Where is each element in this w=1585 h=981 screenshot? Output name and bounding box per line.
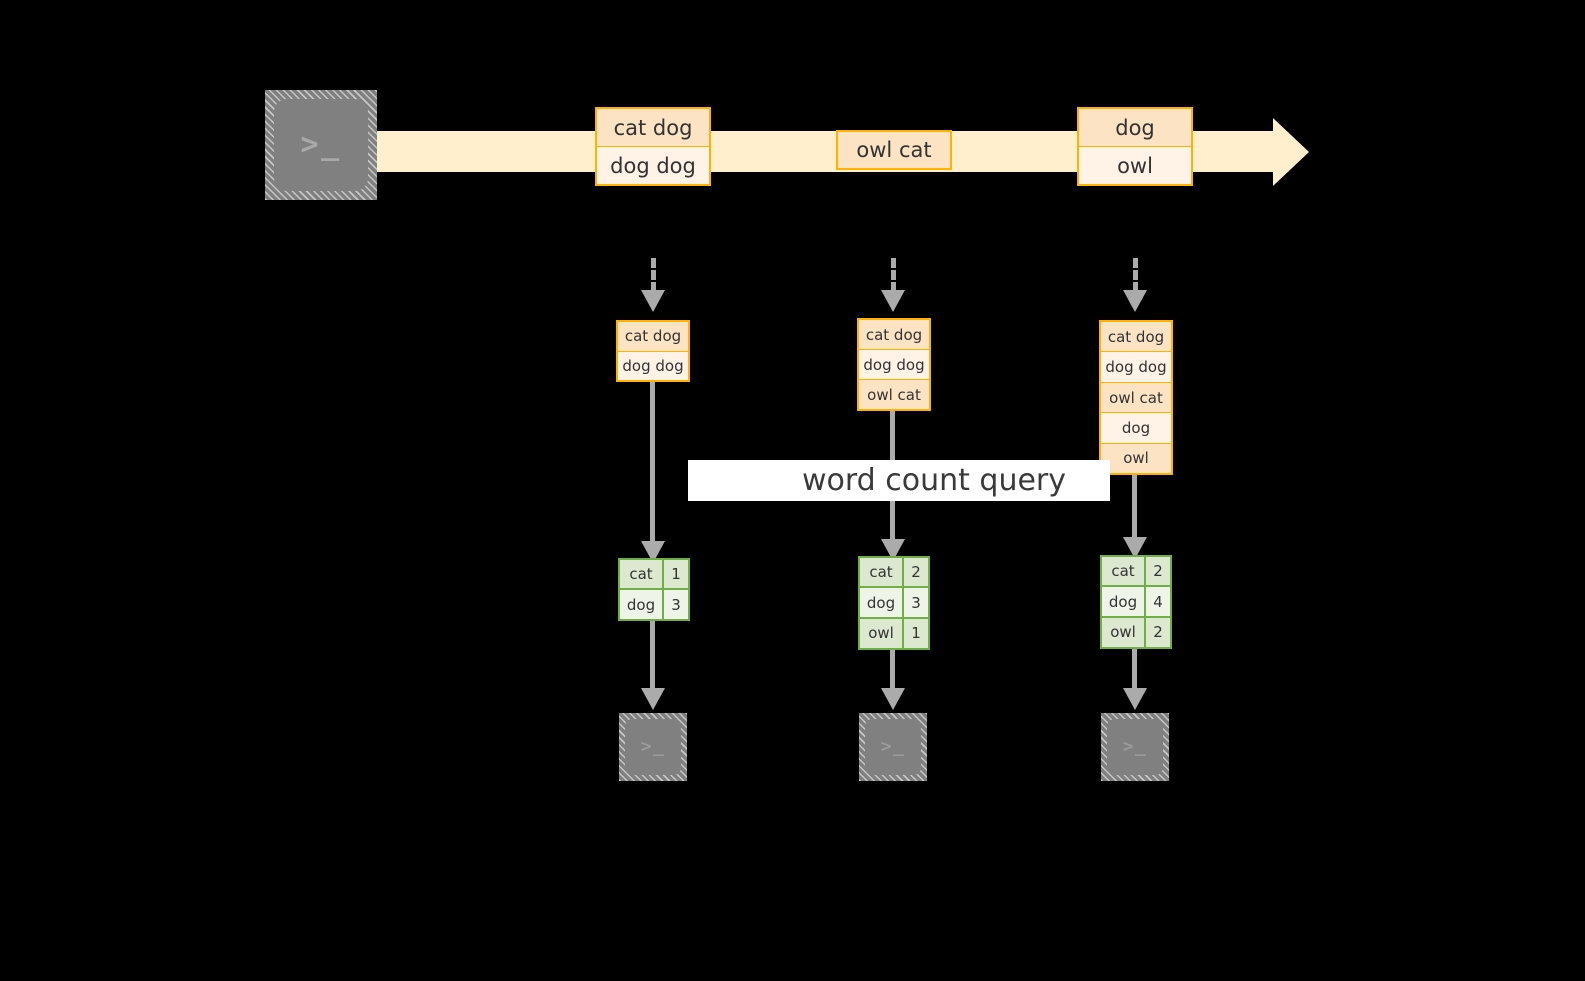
terminal-prompt-glyph: >_ [880,736,906,757]
sink-terminal-screen: >_ [865,719,921,775]
trigger-connector-1-head [641,290,665,312]
query-connector-1-head [641,541,665,563]
terminal-icon: >_ [265,90,377,200]
terminal-prompt-glyph: >_ [640,736,666,757]
terminal-screen: >_ [274,99,368,191]
input-table-3: cat dog dog dog owl cat dog owl [1099,320,1173,475]
input-table-row: dog [1101,413,1171,444]
sink-terminal-2: >_ [859,713,927,781]
result-count-cell: 4 [1146,587,1170,616]
stream-event-row: owl cat [838,132,950,168]
input-table-row: owl [1101,443,1171,474]
sink-connector-2 [890,650,895,692]
result-count-cell: 2 [1146,557,1170,586]
result-table-row: dog 3 [620,590,688,619]
input-table-row: owl cat [859,380,929,409]
sink-connector-2-head [881,688,905,710]
result-table-row: owl 1 [860,618,928,648]
stream-event-row: dog [1079,109,1191,147]
result-count-cell: 3 [904,588,928,617]
trigger-connector-2 [891,258,896,292]
input-table-row: cat dog [618,322,688,352]
result-table-row: cat 2 [1102,557,1170,588]
result-table-row: cat 2 [860,558,928,589]
sink-terminal-1: >_ [619,713,687,781]
query-connector-3-head [1123,537,1147,559]
trigger-connector-3-head [1123,290,1147,312]
result-table-row: dog 3 [860,588,928,619]
sink-terminal-screen: >_ [1107,719,1163,775]
result-word-cell: cat [620,560,664,589]
result-table-2: cat 2 dog 3 owl 1 [858,556,930,650]
trigger-connector-3 [1133,258,1138,292]
query-label: word count query [801,463,1067,498]
result-count-cell: 3 [664,590,688,619]
result-table-1: cat 1 dog 3 [618,558,690,621]
result-word-cell: dog [1102,587,1146,616]
terminal-prompt-glyph: >_ [1122,736,1148,757]
stream-event-row: cat dog [597,109,709,147]
query-connector-3 [1132,475,1137,545]
sink-connector-1-head [641,688,665,710]
sink-terminal-screen: >_ [625,719,681,775]
result-word-cell: cat [860,558,904,587]
input-table-row: cat dog [859,320,929,350]
result-count-cell: 1 [664,560,688,589]
result-table-row: dog 4 [1102,587,1170,618]
input-table-row: dog dog [1101,352,1171,383]
result-count-cell: 2 [904,558,928,587]
query-connector-2-head [881,539,905,561]
result-word-cell: cat [1102,557,1146,586]
sink-connector-3-head [1123,688,1147,710]
input-table-row: owl cat [1101,382,1171,414]
result-table-row: cat 1 [620,560,688,591]
result-word-cell: owl [860,618,904,648]
trigger-connector-1 [651,258,656,292]
sink-terminal-3: >_ [1101,713,1169,781]
stream-event-row: dog dog [597,147,709,184]
stream-event-3: dog owl [1077,107,1193,186]
stream-event-2: owl cat [836,130,952,170]
result-count-cell: 1 [904,618,928,648]
sink-connector-1 [650,621,655,691]
result-count-cell: 2 [1146,617,1170,647]
input-table-row: dog dog [859,350,929,380]
result-table-row: owl 2 [1102,617,1170,647]
result-table-3: cat 2 dog 4 owl 2 [1100,555,1172,649]
input-table-row: dog dog [618,351,688,380]
sink-connector-3 [1132,649,1137,692]
result-word-cell: dog [620,590,664,619]
query-connector-1 [650,382,655,547]
input-table-2: cat dog dog dog owl cat [857,318,931,411]
input-table-row: cat dog [1101,322,1171,353]
result-word-cell: dog [860,588,904,617]
terminal-prompt-glyph: >_ [300,127,342,162]
trigger-connector-2-head [881,290,905,312]
input-table-1: cat dog dog dog [616,320,690,382]
stream-event-1: cat dog dog dog [595,107,711,186]
query-label-band: word count query [688,460,1110,501]
result-word-cell: owl [1102,617,1146,647]
stream-arrow-head [1273,118,1309,186]
stream-event-row: owl [1079,147,1191,184]
